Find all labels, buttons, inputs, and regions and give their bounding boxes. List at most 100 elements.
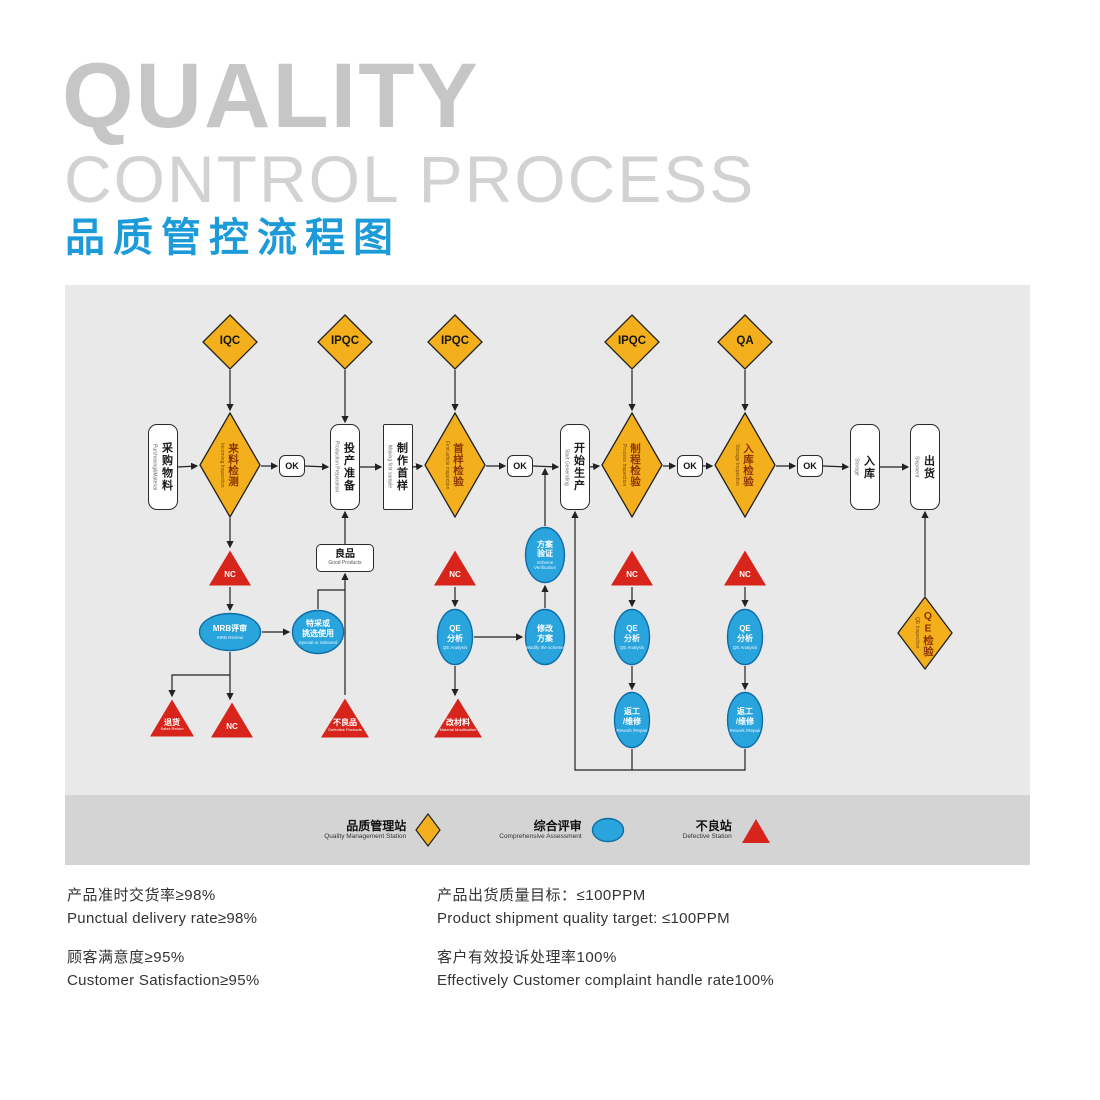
- qe-analysis-2-ellipse-shape: [613, 608, 651, 666]
- legend-label-en: Quality Management Station: [324, 833, 407, 841]
- making-first-sample-label: 制作首样: [395, 442, 408, 492]
- incoming-inspection-label: 来料检测: [227, 442, 239, 487]
- legend-label-cn: 品质管理站: [346, 818, 407, 833]
- rework-repair-2-label-en: Rework /Repair: [729, 727, 761, 733]
- nc-triangle-1-label: NC: [224, 569, 236, 579]
- defective-products-label: 不良品: [332, 718, 357, 728]
- sales-return-triangle-shape: [150, 699, 194, 737]
- ipqc-diamond-1-diamond-shape: [317, 314, 373, 370]
- stat-en: Effectively Customer complaint handle ra…: [437, 972, 775, 989]
- material-modification-label-en: Material Modification: [439, 727, 477, 733]
- nc-triangle-1: NC: [208, 549, 252, 587]
- qa-diamond: QA: [717, 314, 773, 370]
- ok-4: OK: [797, 455, 823, 477]
- first-article-inspection-diamond-shape: [424, 412, 486, 518]
- rework-repair-1-label-en: Rework /Repair: [616, 727, 648, 733]
- ok-3: OK: [677, 455, 703, 477]
- rework-repair-2-label: 返工: [736, 707, 753, 717]
- ok-1-label: OK: [285, 460, 299, 471]
- legend-item-quality-management-station: 品质管理站 Quality Management Station: [324, 813, 441, 847]
- qe-analysis-3-ellipse-shape: [726, 608, 764, 666]
- shipment-label: 出货: [922, 454, 935, 480]
- warehousing-inspection-diamond-shape: [714, 412, 776, 518]
- ok-4-label: OK: [803, 460, 817, 471]
- nc-triangle-3-label: NC: [626, 569, 638, 579]
- stat-en: Punctual delivery rate≥98%: [67, 910, 258, 927]
- warehousing-inspection-label: 入库检验: [742, 443, 754, 487]
- qe-inspection-label-en: QE Inspection: [914, 617, 920, 649]
- special-or-selected-label-en: Special or Selected: [298, 639, 338, 645]
- page-subtitle: CONTROL PROCESS: [64, 142, 756, 216]
- modify-scheme-label: 方案: [537, 633, 553, 643]
- qa-diamond-label: QA: [736, 335, 754, 348]
- stat-customer-satisfaction: 顾客满意度≥95% Customer Satisfaction≥95%: [67, 946, 259, 989]
- modify-scheme-ellipse-shape: [524, 608, 566, 666]
- scheme-verification-label: 方案: [537, 539, 553, 549]
- stat-punctual-delivery: 产品准时交货率≥98% Punctual delivery rate≥98%: [67, 884, 257, 927]
- storage-label-en: Storage: [853, 458, 860, 476]
- ok-2-label: OK: [513, 460, 527, 471]
- modify-scheme-label: 修改: [537, 624, 553, 634]
- stat-en: Customer Satisfaction≥95%: [67, 972, 260, 989]
- production-preparation-label-en: Production Preparation: [333, 441, 340, 493]
- ipqc-diamond-2-label: IPQC: [440, 335, 470, 348]
- material-modification-label: 改材料: [446, 718, 470, 728]
- qe-analysis-3-label-en: QE Analysis: [732, 644, 758, 650]
- stat-cn: 顾客满意度≥95%: [67, 949, 185, 966]
- start-production-label: 开始生产: [572, 442, 585, 492]
- ipqc-diamond-2: IPQC: [427, 314, 483, 370]
- process-inspection-label-en: Process Inspection: [621, 443, 627, 487]
- rework-repair-2-ellipse-shape: [726, 691, 764, 749]
- qe-analysis-2-label: 分析: [623, 633, 640, 643]
- legend-text-defective-station: 不良站 Defective Station: [683, 819, 732, 842]
- ipqc-diamond-1: IPQC: [317, 314, 373, 370]
- storage-label: 入库: [862, 454, 875, 480]
- legend-text-comprehensive-assessment: 综合评审 Comprehensive Assessment: [499, 819, 581, 842]
- mrb-review-ellipse-shape: [198, 612, 262, 652]
- incoming-inspection-label-en: Incoming Inspection: [219, 442, 225, 488]
- shipment-label-en: Shipment: [913, 456, 920, 478]
- legend-label-cn: 综合评审: [533, 818, 582, 833]
- qe-analysis-2-label-en: QE Analysis: [619, 644, 645, 650]
- qe-analysis-1-label-en: QE Analysis: [442, 644, 468, 650]
- sales-return-label: 退货: [164, 717, 180, 727]
- rework-repair-2-label: /维修: [735, 716, 755, 726]
- qe-inspection-label: QE检验: [922, 609, 934, 657]
- rework-repair-1-label: /维修: [622, 716, 642, 726]
- flowchart-connectors: [168, 370, 929, 771]
- warehousing-inspection-label-en: Storage Inspection: [734, 444, 740, 486]
- stat-complaint-handle-rate: 客户有效投诉处理率100% Effectively Customer compl…: [437, 946, 774, 989]
- scheme-verification-ellipse-shape: [524, 526, 566, 584]
- ok-3-label: OK: [683, 460, 697, 471]
- defective-products-triangle-shape: [321, 698, 369, 738]
- iqc-diamond: IQC: [202, 314, 258, 370]
- legend-label-en: Comprehensive Assessment: [499, 833, 582, 841]
- scheme-verification-label-en: Scheme Verification: [533, 559, 556, 571]
- purchasing-material-label: 采购物料: [160, 442, 173, 492]
- legend-label-en: Defective Station: [682, 833, 732, 841]
- stat-cn: 产品出货质量目标：≤100PPM: [437, 887, 646, 904]
- ipqc-diamond-3-diamond-shape: [604, 314, 660, 370]
- process-inspection-label: 制程检验: [629, 443, 641, 487]
- qe-analysis-1-ellipse-shape: [436, 608, 474, 666]
- ok-2: OK: [507, 455, 533, 477]
